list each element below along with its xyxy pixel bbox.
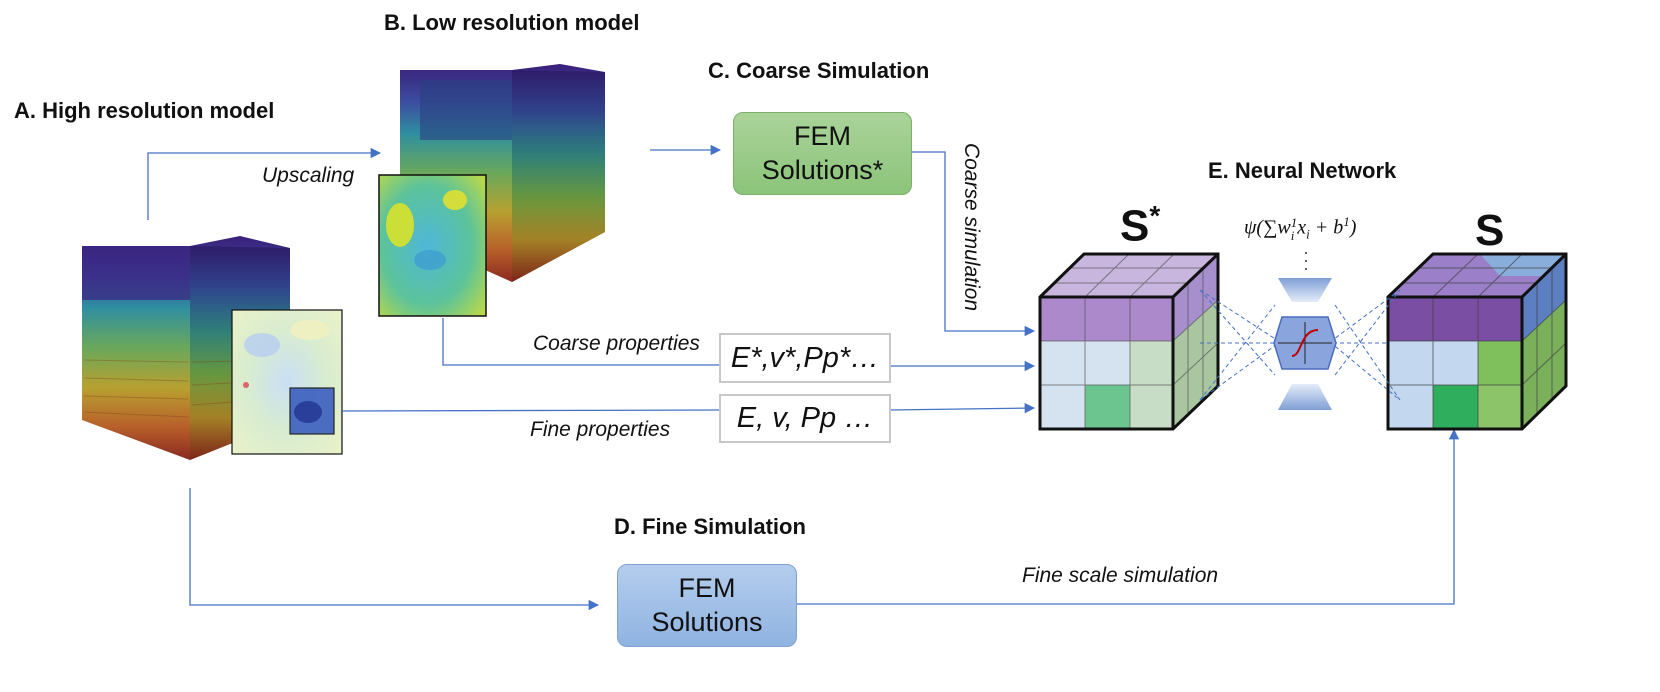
- formula-sup-1: 1: [1290, 215, 1298, 231]
- coarse-properties-box: E*,v*,Pp*…: [719, 333, 891, 383]
- formula-close: ): [1349, 216, 1357, 239]
- fine-scale-simulation-arrow: [797, 428, 1460, 605]
- fem-coarse-line2: Solutions*: [761, 154, 884, 185]
- high-resolution-model-image: [82, 236, 343, 460]
- upscaling-label: Upscaling: [262, 164, 355, 187]
- activation-curve: [1291, 329, 1319, 357]
- coarse-simulation-arrow: [912, 151, 1036, 337]
- coarse-simulation-label: Coarse simulation: [960, 142, 983, 312]
- neuron-node: [1273, 252, 1337, 410]
- fine-properties-connector: [341, 409, 720, 412]
- title-neural-network: E. Neural Network: [1208, 158, 1397, 183]
- fine-properties-arrow: [889, 402, 1036, 414]
- formula-sub-i: i: [1290, 228, 1295, 244]
- coarse-properties-connector: [442, 318, 719, 366]
- s-star-cube: [1038, 252, 1220, 431]
- formula-part-3: + b: [1309, 216, 1344, 239]
- low-resolution-model-image: [378, 64, 605, 317]
- s-label: S: [1475, 206, 1505, 255]
- fine-properties-box: E, v, Pp …: [719, 394, 891, 443]
- fine-scale-simulation-label: Fine scale simulation: [1022, 564, 1219, 587]
- fem-coarse-line1: FEM: [794, 120, 851, 151]
- title-coarse-simulation: C. Coarse Simulation: [708, 58, 930, 83]
- title-high-resolution-model: A. High resolution model: [14, 98, 275, 123]
- formula-sup-b: 1: [1343, 214, 1350, 229]
- s-star-label: S*: [1120, 200, 1160, 252]
- coarse-properties-label: Coarse properties: [533, 332, 700, 355]
- fem-fine-line2: Solutions: [651, 606, 763, 637]
- s-star-letter: S: [1120, 201, 1150, 251]
- s-star-asterisk: *: [1149, 200, 1161, 231]
- upscaling-arrow: [147, 147, 382, 220]
- to-fine-fem-arrow: [189, 488, 600, 611]
- title-low-resolution-model: B. Low resolution model: [384, 10, 640, 35]
- title-fine-simulation: D. Fine Simulation: [614, 514, 806, 539]
- formula-sub-xi: i: [1306, 226, 1310, 242]
- fem-fine-line1: FEM: [678, 572, 736, 603]
- fine-properties-label: Fine properties: [530, 418, 671, 441]
- s-cube: [1386, 252, 1568, 431]
- formula-part-2: x: [1297, 216, 1307, 239]
- formula-part-1: ψ(∑w: [1244, 216, 1291, 239]
